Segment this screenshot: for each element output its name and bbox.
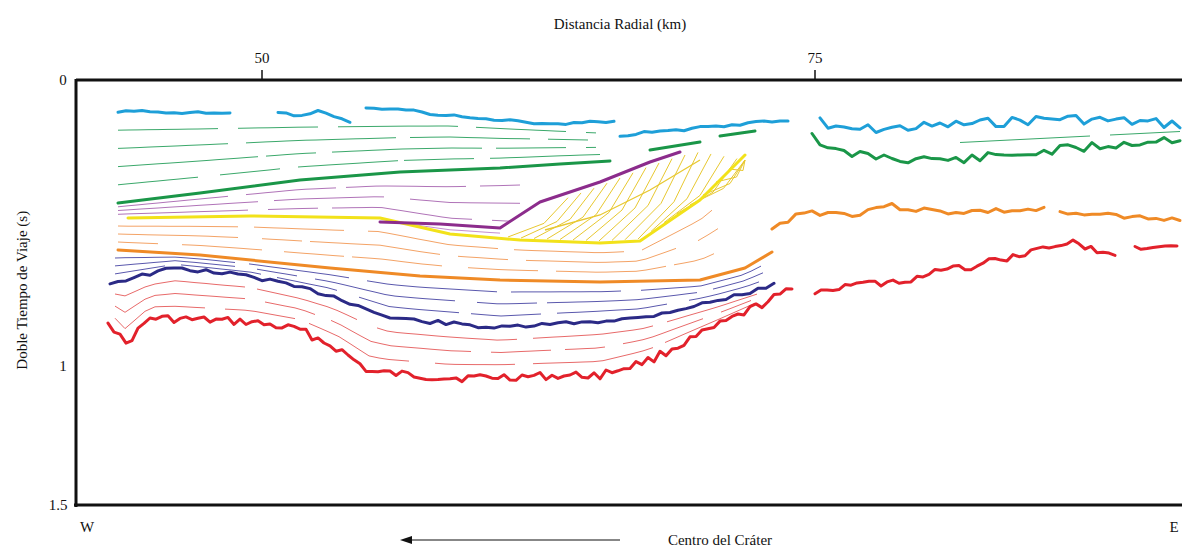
reflector-line bbox=[511, 291, 621, 292]
reflector-line bbox=[677, 159, 737, 214]
tick-label: 1.5 bbox=[49, 497, 68, 514]
reflector-line bbox=[468, 268, 538, 271]
reflector-line bbox=[118, 250, 772, 282]
reflector-line bbox=[496, 147, 566, 149]
reflector-line bbox=[284, 252, 344, 257]
reflector-line bbox=[404, 159, 474, 161]
reflector-line bbox=[359, 297, 459, 313]
reflector-line bbox=[246, 138, 396, 143]
reflector-line bbox=[238, 127, 318, 128]
reflector-line bbox=[526, 248, 676, 262]
reflector-line bbox=[298, 161, 398, 167]
reflector-line bbox=[380, 152, 680, 228]
reflector-line bbox=[118, 161, 610, 203]
reflector-line bbox=[480, 185, 520, 186]
reflector-line bbox=[367, 281, 497, 292]
reflector-line bbox=[266, 153, 316, 156]
reflector-line bbox=[110, 268, 774, 328]
reflector-line bbox=[182, 245, 262, 250]
reflector-line bbox=[278, 111, 350, 123]
reflector-line bbox=[118, 157, 258, 167]
tick-label: 0 bbox=[59, 72, 67, 89]
reflector-line bbox=[545, 160, 700, 230]
reflector-line bbox=[331, 320, 471, 351]
reflector-line bbox=[547, 293, 697, 303]
reflector-line bbox=[338, 126, 458, 128]
reflector-line bbox=[377, 328, 517, 340]
reflector-line bbox=[490, 155, 600, 159]
reflector-line bbox=[274, 197, 384, 201]
reflector-line bbox=[108, 289, 792, 382]
reflector-line bbox=[118, 177, 198, 185]
reflector-line bbox=[565, 347, 605, 350]
plot-frame bbox=[74, 70, 1182, 507]
reflector-line bbox=[265, 302, 315, 315]
direction-label: E bbox=[1169, 519, 1178, 536]
reflector-line bbox=[118, 234, 238, 238]
axis-title: Distancia Radial (km) bbox=[554, 16, 686, 33]
horizons bbox=[108, 108, 1180, 382]
reflector-line bbox=[262, 239, 302, 241]
reflector-line bbox=[118, 111, 230, 114]
reflector-line bbox=[960, 136, 1090, 143]
tick-label: 50 bbox=[255, 50, 270, 67]
reflector-line bbox=[115, 261, 235, 267]
reflector-line bbox=[410, 137, 530, 139]
reflector-line bbox=[332, 148, 482, 152]
reflector-line bbox=[118, 226, 238, 228]
reflector-line bbox=[557, 304, 667, 313]
reflector-line bbox=[815, 240, 1115, 294]
reflector-line bbox=[118, 210, 248, 214]
direction-label: W bbox=[80, 519, 94, 536]
reflector-line bbox=[458, 256, 508, 259]
reflector-line bbox=[118, 144, 228, 149]
tick-label: 75 bbox=[808, 50, 823, 67]
reflector-line bbox=[820, 116, 1180, 133]
reflector-line bbox=[118, 129, 218, 131]
reflector-line bbox=[257, 289, 357, 320]
reflector-line bbox=[586, 132, 596, 133]
reflector-line bbox=[650, 142, 700, 150]
arrow-label: Centro del Cráter bbox=[668, 532, 772, 548]
reflector-line bbox=[257, 269, 297, 276]
reflector-line bbox=[698, 229, 718, 241]
reflector-line bbox=[435, 363, 515, 365]
reflector-line bbox=[689, 282, 759, 300]
reflector-line bbox=[720, 131, 755, 136]
reflector-line bbox=[812, 134, 1180, 163]
tick-label: 1 bbox=[59, 358, 67, 375]
reflector-line bbox=[220, 169, 280, 175]
reflector-line bbox=[310, 242, 440, 255]
reflector-line bbox=[246, 188, 336, 195]
reflector-line bbox=[352, 257, 442, 266]
reflector-line bbox=[118, 242, 158, 244]
reflector-line bbox=[471, 314, 541, 316]
thin-reflectors bbox=[115, 126, 1180, 365]
reflector-line bbox=[118, 202, 258, 211]
axis-title: Doble Tiempo de Viaje (s) bbox=[14, 211, 31, 370]
reflector-line bbox=[410, 199, 520, 203]
reflector-line bbox=[548, 139, 588, 141]
reflector-line bbox=[1110, 132, 1180, 136]
reflector-line bbox=[366, 108, 614, 125]
reflector-line bbox=[491, 350, 551, 352]
reflector-line bbox=[225, 309, 295, 319]
reflector-line bbox=[477, 302, 537, 303]
reflector-line bbox=[533, 326, 653, 338]
reflector-line bbox=[586, 147, 596, 148]
crater-arrow bbox=[400, 536, 620, 544]
reflector-line bbox=[556, 266, 666, 272]
reflector-line bbox=[514, 250, 624, 253]
reflector-line bbox=[674, 254, 714, 265]
reflector-line bbox=[476, 127, 566, 131]
reflector-line bbox=[772, 204, 1044, 230]
reflector-line bbox=[620, 121, 788, 136]
reflector-line bbox=[1135, 246, 1177, 250]
reflector-line bbox=[346, 186, 466, 187]
reflector-line bbox=[268, 208, 318, 209]
reflector-line bbox=[254, 227, 344, 230]
reflector-line bbox=[128, 155, 745, 243]
reflector-line bbox=[1060, 212, 1180, 221]
